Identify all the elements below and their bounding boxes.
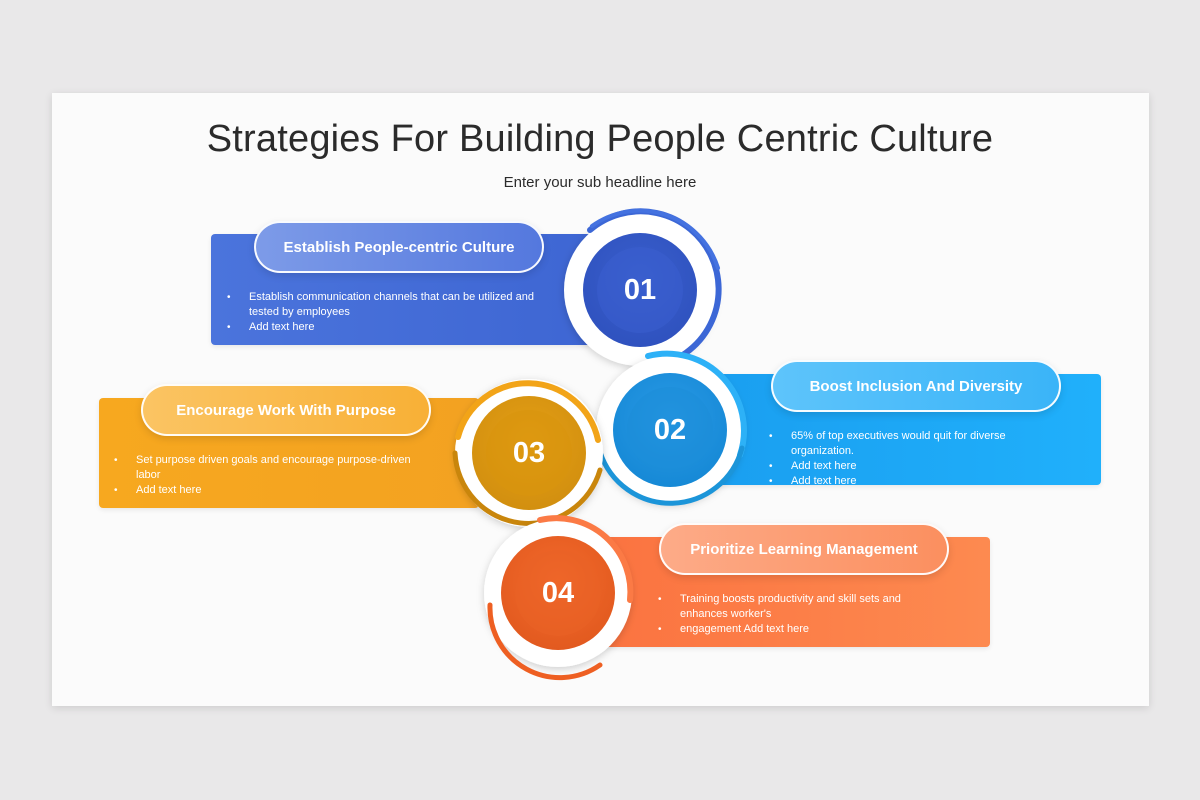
- step-4-bullets: Training boosts productivity and skill s…: [658, 592, 918, 637]
- step-2-bullets: 65% of top executives would quit for div…: [769, 429, 1029, 489]
- step-1-number: 01: [623, 274, 657, 306]
- step-3-bullets: Set purpose driven goals and encourage p…: [114, 453, 414, 498]
- list-item: Add text here: [769, 459, 1029, 474]
- circle-step-4: [484, 515, 634, 681]
- step-3-number: 03: [512, 437, 546, 469]
- list-item: Add text here: [227, 320, 537, 335]
- list-item: engagement Add text here: [658, 622, 918, 637]
- list-item: Add text here: [114, 483, 414, 498]
- list-item: 65% of top executives would quit for div…: [769, 429, 1029, 459]
- page-subtitle: Enter your sub headline here: [503, 174, 697, 191]
- circle-step-1: [564, 208, 722, 369]
- circle-step-2: [596, 350, 747, 506]
- step-1-heading: Establish People-centric Culture: [254, 221, 544, 273]
- step-4-number: 04: [541, 577, 575, 609]
- step-2-number: 02: [653, 414, 687, 446]
- list-item: Establish communication channels that ca…: [227, 290, 537, 320]
- step-2-heading: Boost Inclusion And Diversity: [771, 360, 1061, 412]
- circle-step-3: [452, 379, 603, 527]
- list-item: Training boosts productivity and skill s…: [658, 592, 918, 622]
- step-1-bullets: Establish communication channels that ca…: [227, 290, 537, 335]
- step-4-heading: Prioritize Learning Management: [659, 523, 949, 575]
- step-3-heading: Encourage Work With Purpose: [141, 384, 431, 436]
- page-title: Strategies For Building People Centric C…: [206, 118, 994, 160]
- list-item: Add text here: [769, 474, 1029, 489]
- list-item: Set purpose driven goals and encourage p…: [114, 453, 414, 483]
